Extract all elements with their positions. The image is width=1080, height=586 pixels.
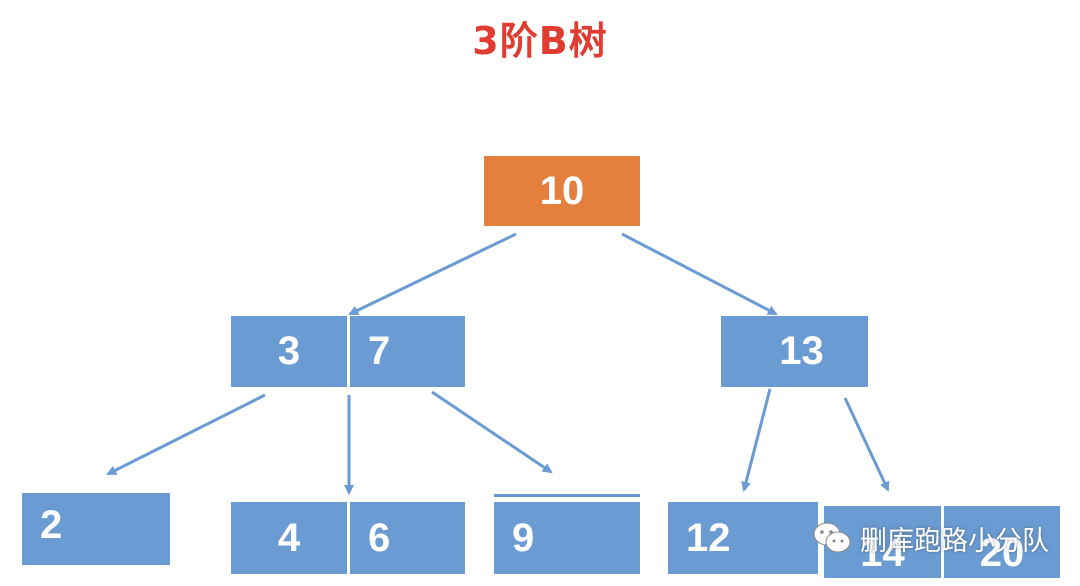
node-key: 13 bbox=[721, 316, 868, 387]
leaf-node-14-20: 14 20 bbox=[824, 506, 1060, 578]
node-key: 4 bbox=[231, 502, 347, 574]
internal-node-left: 3 7 bbox=[231, 316, 465, 387]
edge-root-to-left bbox=[348, 232, 517, 316]
leaf-node-9: 9 bbox=[494, 494, 640, 574]
wechat-icon bbox=[813, 522, 851, 553]
node-top-gap bbox=[494, 497, 640, 502]
key-divider bbox=[941, 506, 944, 578]
node-key: 9 bbox=[494, 502, 640, 574]
node-key: 2 bbox=[22, 493, 170, 565]
watermark-text: 删库跑路小分队 bbox=[860, 525, 1049, 557]
leaf-node-12: 12 bbox=[668, 502, 818, 574]
edge-left-to-leaf-9 bbox=[431, 390, 553, 474]
node-key: 6 bbox=[350, 502, 465, 574]
root-key: 10 bbox=[484, 156, 640, 226]
node-key: 12 bbox=[668, 502, 818, 574]
node-key: 7 bbox=[350, 316, 465, 387]
key-divider bbox=[347, 502, 350, 574]
edge-left-to-leaf-2 bbox=[106, 393, 266, 476]
edge-root-to-right bbox=[621, 232, 778, 316]
leaf-node-4-6: 4 6 bbox=[231, 502, 465, 574]
node-key: 3 bbox=[231, 316, 347, 387]
key-divider bbox=[347, 316, 350, 387]
watermark: 删库跑路小分队 bbox=[812, 516, 1049, 560]
node-top-line bbox=[494, 494, 640, 497]
leaf-node-2: 2 bbox=[22, 493, 170, 565]
root-node: 10 bbox=[484, 156, 640, 226]
edge-right-to-leaf-14-20 bbox=[843, 397, 890, 492]
edge-right-to-leaf-12 bbox=[741, 388, 772, 492]
node-key: 20 bbox=[944, 506, 1060, 578]
diagram-title: 3阶B树 bbox=[472, 19, 608, 63]
internal-node-right: 13 bbox=[721, 316, 868, 387]
